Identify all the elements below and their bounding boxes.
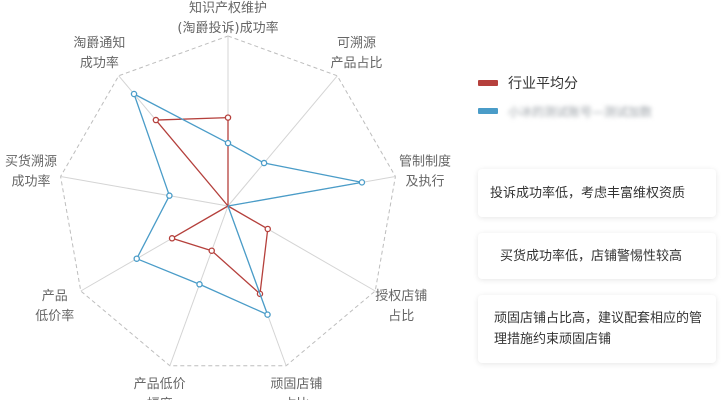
insight-card: 顽固店铺占比高，建议配套相应的管理措施约束顽固店铺 xyxy=(478,295,716,363)
insight-text: 顽固店铺占比高，建议配套相应的管理措施约束顽固店铺 xyxy=(494,311,703,347)
series-point[interactable] xyxy=(264,225,272,233)
insight-text: 买货成功率低，店铺警惕性较高 xyxy=(500,248,683,264)
axis-label: 产品低价率 xyxy=(35,289,74,324)
series-point[interactable] xyxy=(208,247,215,254)
axis-label-line: 幅度 xyxy=(147,396,173,400)
series-account xyxy=(130,90,366,318)
axis-label-line: 授权店铺 xyxy=(375,288,427,304)
legend-item-industry-average[interactable]: 行业平均分 xyxy=(478,73,652,93)
series-point[interactable] xyxy=(358,179,366,186)
chart-legend: 行业平均分 小冰的测试账号—测试加数 xyxy=(478,73,652,129)
series-point[interactable] xyxy=(224,139,232,147)
legend-label: 行业平均分 xyxy=(508,76,578,92)
series-point[interactable] xyxy=(133,255,140,262)
axis-label-line: 产品占比 xyxy=(331,56,383,71)
axis-label-line: 产品低价 xyxy=(134,377,186,392)
axis-label-line: 知识产权维护 xyxy=(189,0,267,16)
axis-label-line: 及执行 xyxy=(405,174,444,189)
radar-spoke xyxy=(60,175,229,207)
insight-text: 投诉成功率低，考虑丰富维权资质 xyxy=(490,185,686,201)
series-line xyxy=(133,93,363,316)
axis-label: 产品低价幅度 xyxy=(134,377,186,400)
series-point[interactable] xyxy=(168,235,176,242)
axis-label: 买货溯源成功率 xyxy=(5,153,57,189)
insight-card: 买货成功率低，店铺警惕性较高 xyxy=(478,233,716,279)
series-point[interactable] xyxy=(264,311,271,318)
radar-series xyxy=(130,90,366,318)
series-industry-average xyxy=(152,114,272,298)
radar-spoke xyxy=(227,75,338,207)
legend-item-account[interactable]: 小冰的测试账号—测试加数 xyxy=(478,101,652,121)
radar-chart: 知识产权维护(淘爵投诉)成功率可溯源产品占比管制制度及执行授权店铺占比顽固店铺占… xyxy=(5,0,451,400)
axis-label-line: 占比 xyxy=(283,397,309,400)
axis-label: 知识产权维护 (淘爵投诉)成功率 xyxy=(177,0,278,36)
axis-label-line: 淘爵通知 xyxy=(73,35,125,51)
radar-axis-labels: 知识产权维护(淘爵投诉)成功率可溯源产品占比管制制度及执行授权店铺占比顽固店铺占… xyxy=(5,0,451,400)
axis-label-line: 成功率 xyxy=(12,173,51,189)
legend-swatch-red xyxy=(478,80,498,86)
legend-label-blurred: 小冰的测试账号—测试加数 xyxy=(508,104,653,119)
axis-label-line: 管制制度 xyxy=(399,153,451,169)
series-point[interactable] xyxy=(152,116,160,124)
axis-label-line: 占比 xyxy=(388,309,414,324)
axis-label-line: (淘爵投诉)成功率 xyxy=(177,20,278,36)
axis-label: 淘爵通知成功率 xyxy=(73,35,125,71)
axis-label-line: 买货溯源 xyxy=(5,153,57,169)
series-point[interactable] xyxy=(166,192,173,199)
series-point[interactable] xyxy=(224,114,232,121)
axis-label: 可溯源产品占比 xyxy=(331,35,383,71)
axis-label-line: 成功率 xyxy=(80,55,119,71)
series-point[interactable] xyxy=(196,281,203,288)
axis-label: 授权店铺占比 xyxy=(375,288,427,324)
axis-label-line: 顽固店铺 xyxy=(270,377,322,392)
axis-label: 管制制度及执行 xyxy=(399,153,451,189)
axis-label-line: 产品 xyxy=(42,289,68,304)
legend-swatch-blue xyxy=(478,108,498,114)
axis-label: 顽固店铺占比 xyxy=(270,377,322,400)
series-point[interactable] xyxy=(260,159,268,167)
axis-label-line: 可溯源 xyxy=(337,35,376,51)
insight-card: 投诉成功率低，考虑丰富维权资质 xyxy=(478,169,716,217)
series-point[interactable] xyxy=(130,90,138,98)
axis-label-line: 低价率 xyxy=(35,308,74,324)
